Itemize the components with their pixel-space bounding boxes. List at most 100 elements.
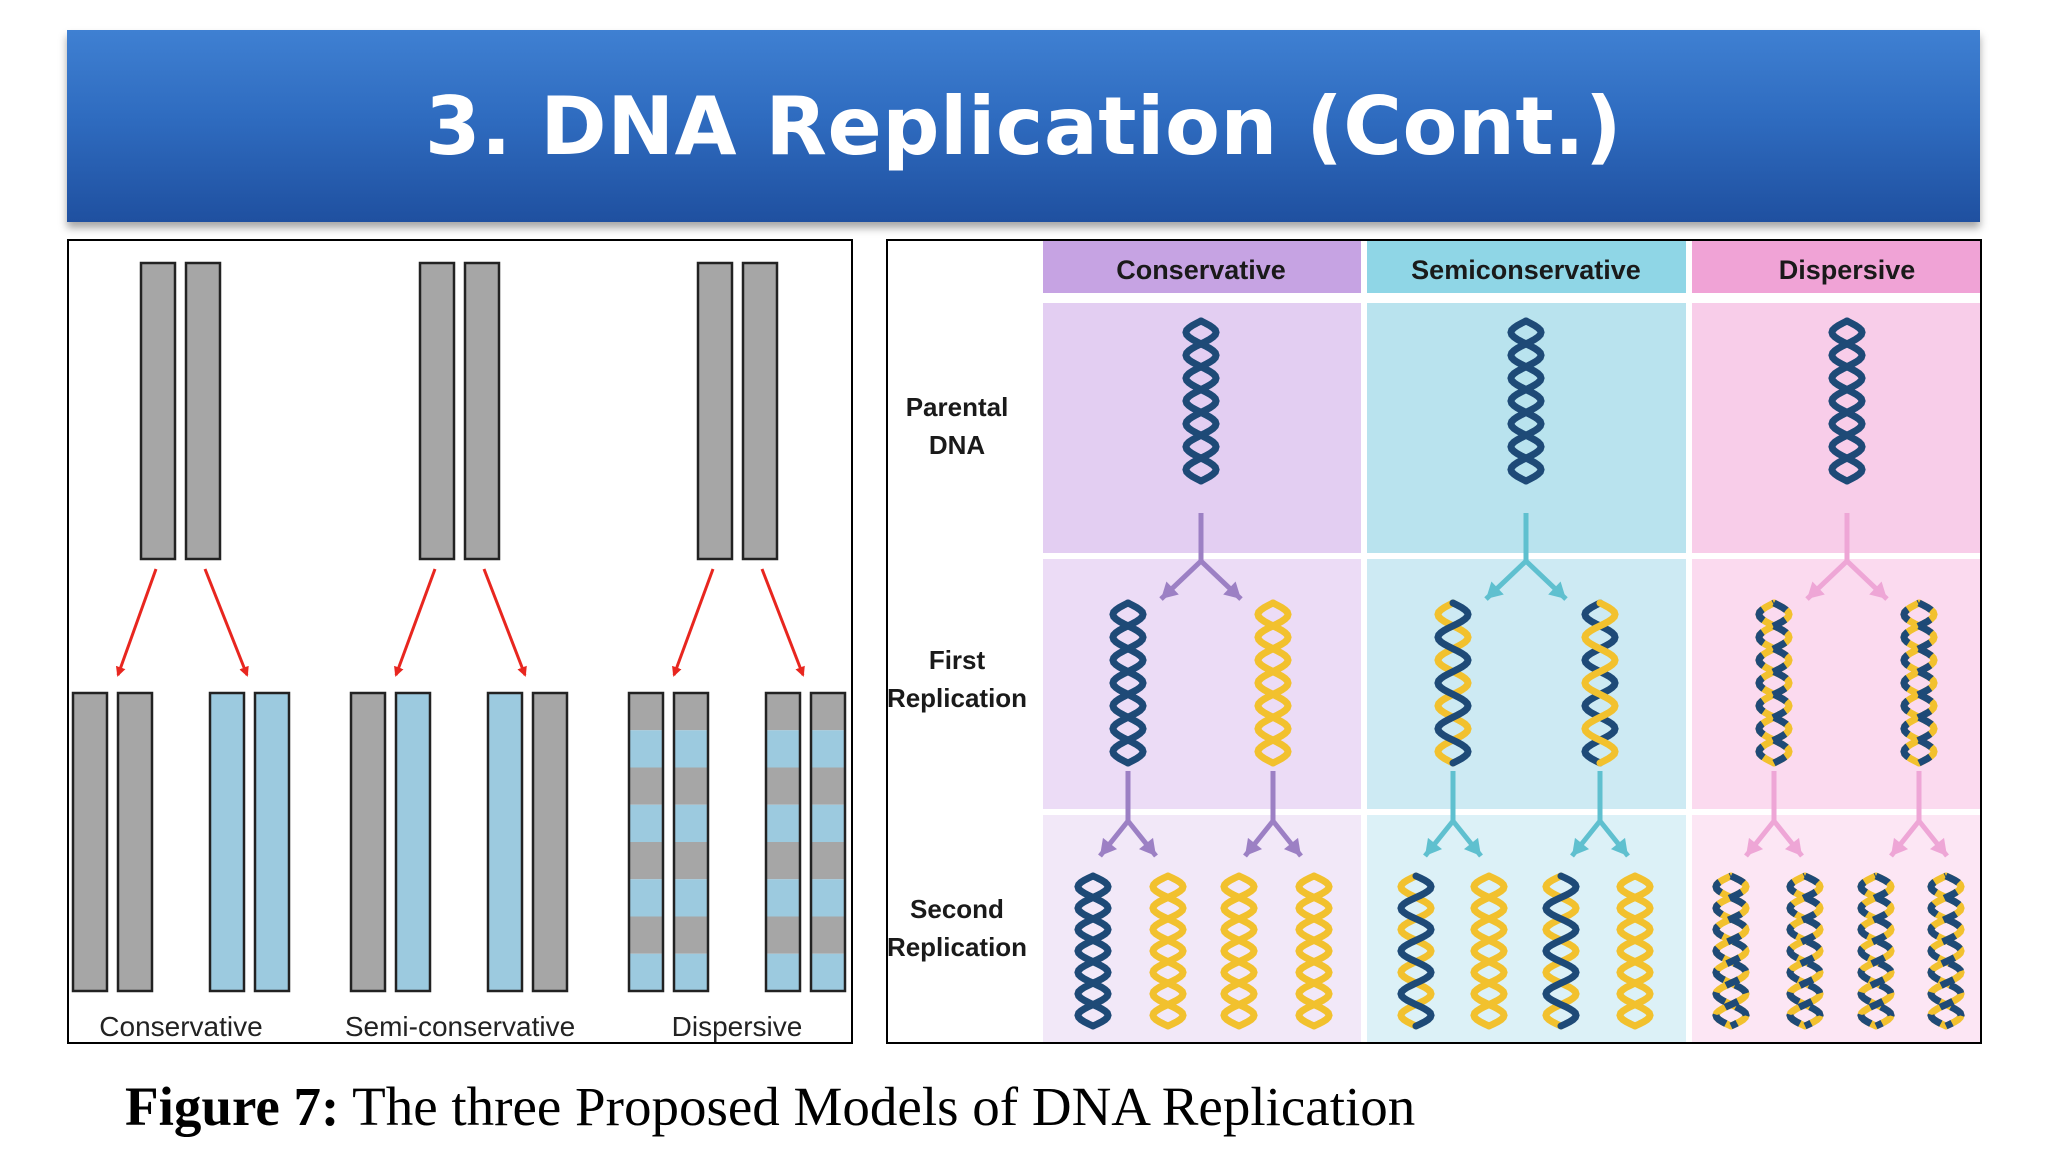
dna-strand	[1295, 872, 1333, 1030]
dna-helix	[1755, 599, 1793, 767]
dna-helix	[1507, 317, 1545, 485]
red-arrow-left	[394, 568, 437, 677]
strand-segment	[766, 804, 800, 842]
dna-strand	[1074, 872, 1112, 1030]
red-arrow-left	[672, 568, 715, 677]
split-arrow	[1570, 771, 1630, 858]
dna-strand-old-segments	[1927, 872, 1965, 1030]
parental-strand	[139, 261, 177, 561]
dna-strand	[1828, 317, 1866, 485]
strand-segment	[674, 693, 708, 731]
arrow-head	[1784, 837, 1802, 856]
dna-strand	[1616, 872, 1654, 1030]
dna-helix	[1074, 872, 1112, 1030]
strand-segment	[766, 730, 800, 768]
dna-strand	[1470, 872, 1508, 1030]
dna-helix	[1616, 872, 1654, 1030]
dna-strand	[1295, 872, 1333, 1030]
parental-strand	[71, 691, 109, 993]
dna-strand	[1182, 317, 1220, 485]
dna-strand	[1220, 872, 1258, 1030]
strand-segment	[811, 730, 845, 768]
dna-helix	[1828, 317, 1866, 485]
dna-strand-old-segments	[1786, 872, 1824, 1030]
dna-helix	[1900, 599, 1938, 767]
strand-segment	[766, 767, 800, 805]
dna-strand	[1828, 317, 1866, 485]
dna-strand	[1542, 872, 1580, 1030]
column-header-cell	[1367, 241, 1686, 293]
split-arrow	[1423, 771, 1483, 858]
dna-helix	[1470, 872, 1508, 1030]
dna-helix	[1857, 872, 1895, 1030]
split-arrow	[1744, 771, 1804, 858]
dna-helix	[1581, 599, 1619, 767]
dna-strand	[1149, 872, 1187, 1030]
dna-helix	[1254, 599, 1292, 767]
dna-helix	[1786, 872, 1824, 1030]
dna-strand	[1109, 599, 1147, 767]
dna-strand-old-segments	[1857, 872, 1895, 1030]
strand-segment	[674, 916, 708, 954]
parental-strand	[531, 691, 569, 993]
strand-segment	[674, 804, 708, 842]
strand-segment	[674, 953, 708, 991]
strand-segment	[629, 804, 663, 842]
dna-strand	[1470, 872, 1508, 1030]
parental-strand	[463, 261, 501, 561]
dna-strand	[1397, 872, 1435, 1030]
split-arrow	[1159, 513, 1243, 601]
arrow-head	[1223, 581, 1241, 599]
strand-segment	[629, 879, 663, 917]
split-arrow	[1484, 513, 1568, 601]
arrow-head	[1463, 837, 1481, 856]
strand-segment	[629, 953, 663, 991]
row-label-second-line1: Second	[910, 894, 1004, 924]
strand-segment	[811, 804, 845, 842]
dna-helix	[1927, 872, 1965, 1030]
dna-strand-old-segments	[1755, 599, 1793, 767]
figure-caption: Figure 7: The three Proposed Models of D…	[125, 1075, 1415, 1138]
dna-strand	[1542, 872, 1580, 1030]
strand-outline	[627, 691, 665, 993]
strand-segment	[629, 730, 663, 768]
dna-helix	[1149, 872, 1187, 1030]
split-arrow	[1098, 771, 1158, 858]
arrow-head	[1610, 837, 1628, 856]
dna-strand	[1254, 599, 1292, 767]
red-arrow-right	[482, 568, 527, 677]
left-figure-panel: Conservative Semi-conservative Dispersiv…	[67, 239, 853, 1044]
arrow-head	[1891, 837, 1909, 856]
dna-strand	[1220, 872, 1258, 1030]
dna-strand	[1434, 599, 1472, 767]
dna-strand	[1581, 599, 1619, 767]
strand-segment	[674, 879, 708, 917]
dna-strand-old-segments	[1900, 599, 1938, 767]
row-label-second-line2: Replication	[888, 932, 1027, 962]
strand-segment	[629, 842, 663, 880]
strand-outline	[809, 691, 847, 993]
parental-strand	[741, 261, 779, 561]
dna-strand-old-segments	[1712, 872, 1750, 1030]
dna-strand-old-segments	[1786, 872, 1824, 1030]
dna-helix	[1220, 872, 1258, 1030]
strand-segment	[766, 916, 800, 954]
arrow-head	[1869, 581, 1887, 599]
column-header-cell	[1692, 241, 1980, 293]
strand-segment	[811, 879, 845, 917]
parental-strand	[349, 691, 387, 993]
arrow-head	[1929, 837, 1947, 856]
dna-strand	[1109, 599, 1147, 767]
replication-models-chart: Conservative Semiconservative Dispersive…	[888, 241, 1980, 1042]
strand-segment	[629, 916, 663, 954]
dna-strand	[1254, 599, 1292, 767]
dna-strand	[1507, 317, 1545, 485]
dna-helix	[1542, 872, 1580, 1030]
strand-segment	[766, 953, 800, 991]
arrow-head	[1283, 837, 1301, 856]
red-arrow-right	[203, 568, 249, 677]
dna-strand-old-segments	[1755, 599, 1793, 767]
red-arrow-left	[115, 568, 158, 677]
strand-segment	[766, 879, 800, 917]
column-header-dispersive: Dispersive	[1779, 255, 1916, 285]
